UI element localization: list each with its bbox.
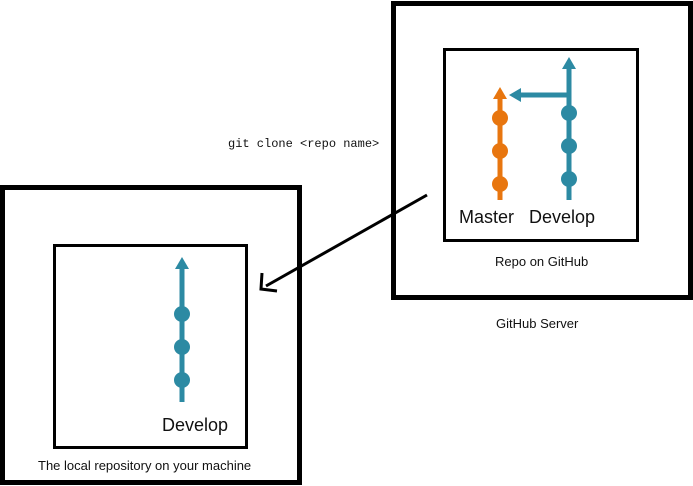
github-repo-box — [443, 48, 639, 242]
local-develop-label: Develop — [162, 415, 229, 435]
master-commit — [492, 176, 508, 192]
master-commit — [492, 110, 508, 126]
server-develop-label: Develop — [529, 207, 596, 227]
local-develop-commit — [174, 372, 190, 388]
github-server-label: GitHub Server — [496, 316, 579, 331]
branch-arrow-icon — [509, 88, 572, 110]
develop-commit — [561, 171, 577, 187]
master-commit — [492, 143, 508, 159]
server-master-label: Master — [459, 207, 515, 227]
develop-commit — [561, 138, 577, 154]
develop-commit — [561, 105, 577, 121]
clone-arrow-icon — [259, 193, 428, 293]
local-develop-commit — [174, 306, 190, 322]
local-develop-arrow-icon — [175, 257, 189, 269]
local-repo-box — [53, 244, 248, 449]
local-develop-commit — [174, 339, 190, 355]
git-clone-command: git clone <repo name> — [228, 137, 380, 151]
develop-branch-arrow-icon — [562, 57, 576, 69]
master-branch-arrow-icon — [493, 87, 507, 99]
local-repo-label: The local repository on your machine — [38, 458, 252, 473]
repo-on-github-label: Repo on GitHub — [495, 254, 589, 269]
